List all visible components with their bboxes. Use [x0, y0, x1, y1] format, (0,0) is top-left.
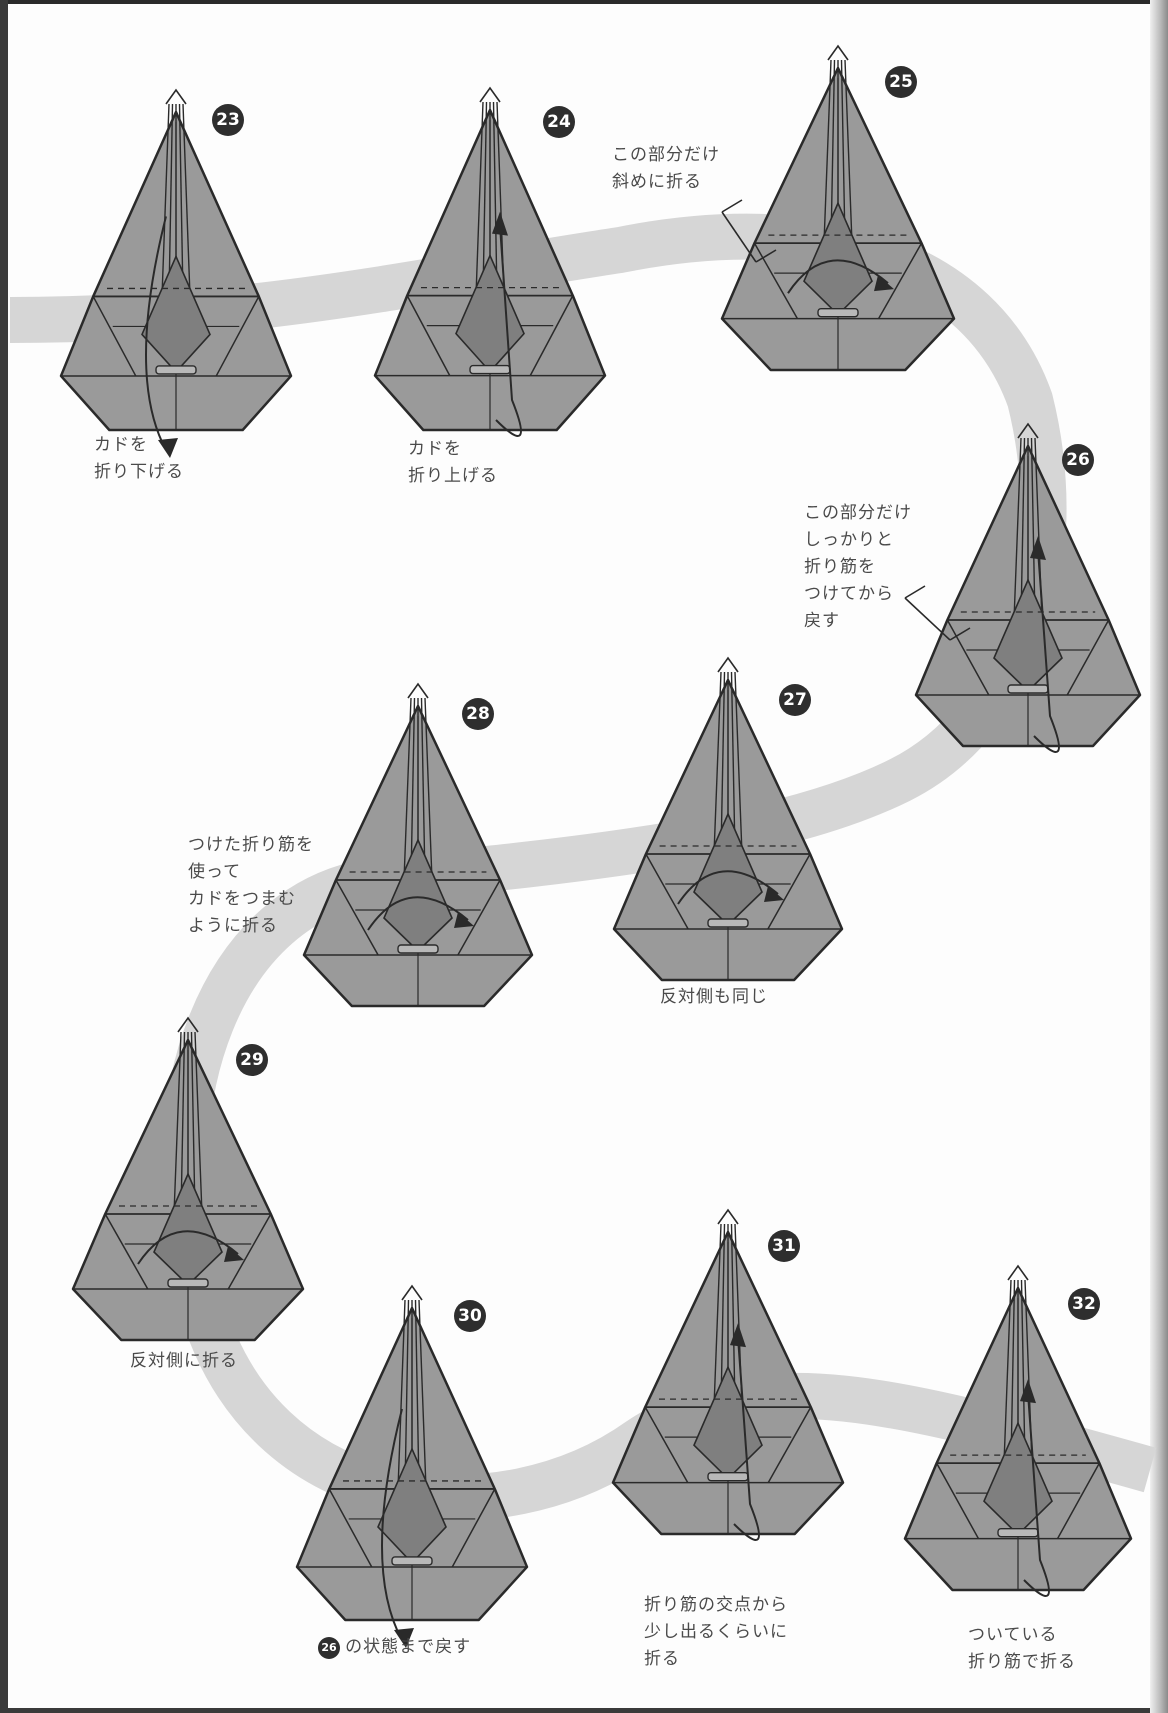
step-32-caption: ついている 折り筋で折る: [968, 1625, 1076, 1672]
step-28-caption: つけた折り筋を 使って カドをつまむ ように折る: [188, 835, 314, 936]
origami-model-step-26: [914, 422, 1142, 753]
page-border-top: [0, 0, 1168, 4]
fold-arrow-step-27: [677, 870, 784, 905]
step-27-number: 27: [779, 684, 811, 716]
step-26-caption: この部分だけ しっかりと 折り筋を つけてから 戻す: [804, 503, 912, 631]
background-flow-path: [9, 213, 1157, 1521]
step-25-caption: この部分だけ 斜めに折る: [612, 145, 720, 192]
origami-model-step-24: [373, 86, 607, 437]
step-29-caption: 反対側に折る: [130, 1351, 238, 1371]
step-30-caption: 26 の状態まで戻す: [318, 1634, 471, 1661]
fold-arrow-step-25: [787, 259, 894, 294]
origami-model-step-30: [295, 1284, 529, 1648]
origami-model-step-29: [71, 1016, 305, 1342]
bracket-mark-25: [721, 199, 777, 263]
step-28-number: 28: [462, 698, 494, 730]
fold-arrow-step-32: [1020, 1379, 1050, 1597]
step-24-number: 24: [543, 106, 575, 138]
step-23-caption: カドを 折り下げる: [94, 435, 184, 482]
step-24-caption: カドを 折り上げる: [408, 439, 498, 486]
step-30-ref-number: 26: [318, 1636, 340, 1659]
fold-arrow-step-29: [137, 1230, 244, 1265]
origami-model-step-25: [720, 44, 956, 372]
step-30-caption-text: の状態まで戻す: [345, 1637, 472, 1657]
origami-model-step-31: [611, 1208, 845, 1541]
bracket-mark-26: [904, 585, 971, 641]
fold-arrow-step-23: [145, 216, 178, 458]
fold-arrow-step-24: [492, 211, 522, 437]
page-border-bottom: [0, 1708, 1168, 1713]
step-30-number: 30: [454, 1300, 486, 1332]
fold-arrow-step-31: [730, 1323, 760, 1541]
fold-arrow-step-28: [367, 896, 474, 931]
origami-model-step-32: [903, 1264, 1133, 1597]
origami-model-step-27: [612, 656, 844, 982]
fold-arrow-step-26: [1030, 536, 1060, 753]
step-29-number: 29: [236, 1044, 268, 1076]
page-binding-shadow: [1150, 0, 1168, 1713]
step-25-number: 25: [885, 66, 917, 98]
fold-arrow-step-30: [381, 1408, 414, 1648]
step-23-number: 23: [212, 104, 244, 136]
origami-model-step-23: [59, 88, 293, 458]
step-27-caption: 反対側も同じ: [660, 987, 768, 1007]
step-26-number: 26: [1062, 444, 1094, 476]
step-31-number: 31: [768, 1230, 800, 1262]
origami-model-step-28: [302, 682, 534, 1008]
step-32-number: 32: [1068, 1288, 1100, 1320]
page-border-left: [0, 0, 8, 1713]
step-31-caption: 折り筋の交点から 少し出るくらいに 折る: [644, 1595, 788, 1669]
